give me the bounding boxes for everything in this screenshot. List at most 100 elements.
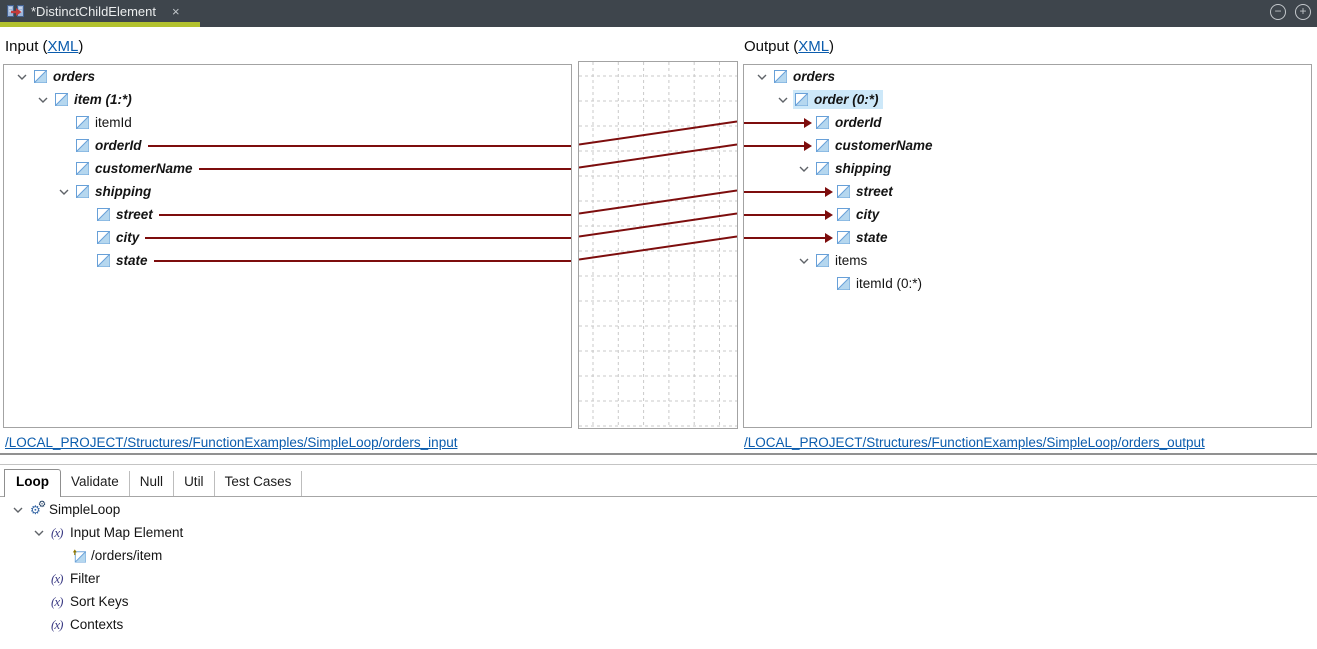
tree-item-contexts[interactable]: (x)Contexts [0,613,620,636]
tree-item-street[interactable]: street [4,203,571,226]
mapping-wire [153,259,571,262]
map-file-icon [7,4,24,19]
tree-item-itemid-0[interactable]: itemId (0:*) [744,272,1311,295]
tree-node-shipping: shipping [814,159,895,178]
chevron-down-icon[interactable] [751,69,772,85]
xml-element-icon [816,139,830,152]
mapping-connection-orderid[interactable] [579,120,737,146]
tree-node-shipping: shipping [74,182,155,201]
tree-item-label: Contexts [70,617,124,632]
chevron-down-icon[interactable] [53,184,74,200]
tree-item-city[interactable]: city [4,226,571,249]
xml-element-icon [837,185,851,198]
transform-icon: ⚙⚙ [30,498,47,517]
tree-node-customername: customerName [74,159,197,178]
input-panel-header: Input (XML) [5,38,83,55]
output-xml-link[interactable]: XML [798,38,830,55]
chevron-down-icon[interactable] [11,69,32,85]
mapping-grid [579,62,737,428]
xml-element-icon [774,70,788,83]
mapping-connection-street[interactable] [579,189,737,215]
tree-item-state[interactable]: state [4,249,571,272]
tab-test-cases[interactable]: Test Cases [215,471,303,496]
tree-item-label: city [856,207,880,222]
chevron-down-icon[interactable] [793,161,814,177]
chevron-down-icon[interactable] [793,253,814,269]
tree-item-items[interactable]: items [744,249,1311,272]
tree-item-simpleloop[interactable]: ⚙⚙SimpleLoop [0,498,620,521]
tree-item-orderid[interactable]: orderId [744,111,1311,134]
splitter-handle[interactable] [0,453,1317,455]
tree-item-label: SimpleLoop [49,502,121,517]
tree-item-order-0[interactable]: order (0:*) [744,88,1311,111]
tree-node-itemid: itemId [74,113,136,132]
tree-item-shipping[interactable]: shipping [4,180,571,203]
tree-item-label: itemId [95,115,132,130]
tree-node-contexts: (x)Contexts [49,615,127,635]
tree-item-city[interactable]: city [744,203,1311,226]
input-xml-link[interactable]: XML [47,38,79,55]
xml-element-icon [816,162,830,175]
tree-item-filter[interactable]: (x)Filter [0,567,620,590]
tree-item-sort-keys[interactable]: (x)Sort Keys [0,590,620,613]
mapping-connection-state[interactable] [579,235,737,261]
mapped-element-icon [72,548,86,563]
tab-loop[interactable]: Loop [4,469,61,497]
tree-item-customername[interactable]: customerName [744,134,1311,157]
xml-element-icon [795,93,809,106]
editor-tab[interactable]: *DistinctChildElement × [0,0,180,22]
xml-element-icon [55,93,69,106]
mapping-arrow [744,140,812,151]
tree-item-orders[interactable]: orders [744,65,1311,88]
tree-item-orders[interactable]: orders [4,65,571,88]
tree-node-street: street [95,205,157,224]
window-controls: − + [1270,4,1311,20]
tab-util[interactable]: Util [174,471,215,496]
editor-tab-bar: *DistinctChildElement × − + [0,0,1317,27]
mapping-arrow [744,186,833,197]
mapping-connection-city[interactable] [579,212,737,238]
tree-item-label: shipping [95,184,152,199]
close-icon[interactable]: × [172,3,180,19]
tree-item-shipping[interactable]: shipping [744,157,1311,180]
tree-node-orders: orders [32,67,99,86]
tree-item-orders-item[interactable]: /orders/item [0,544,620,567]
mapping-connection-customername[interactable] [579,143,737,169]
tree-item-label: customerName [95,161,193,176]
expand-icon[interactable]: + [1295,4,1311,20]
xml-element-icon [816,116,830,129]
tree-node-simpleloop: ⚙⚙SimpleLoop [28,498,124,520]
grid-pattern [579,62,737,428]
tree-item-input-map-element[interactable]: (x)Input Map Element [0,521,620,544]
chevron-down-icon[interactable] [28,525,49,541]
tree-item-label: order (0:*) [814,92,879,107]
tree-item-orderid[interactable]: orderId [4,134,571,157]
chevron-down-icon[interactable] [7,502,28,518]
tree-item-itemid[interactable]: itemId [4,111,571,134]
tree-node-orders: orders [772,67,839,86]
tree-item-state[interactable]: state [744,226,1311,249]
chevron-down-icon[interactable] [772,92,793,108]
tree-node-street: street [835,182,897,201]
xml-element-icon [97,208,111,221]
tree-node-filter: (x)Filter [49,569,104,589]
tree-item-label: customerName [835,138,933,153]
chevron-down-icon[interactable] [32,92,53,108]
tab-null[interactable]: Null [130,471,175,496]
output-structure-link[interactable]: /LOCAL_PROJECT/Structures/FunctionExampl… [744,435,1205,450]
tree-item-item-1[interactable]: item (1:*) [4,88,571,111]
function-icon: (x) [51,524,63,540]
tree-item-label: Filter [70,571,100,586]
xml-element-icon [76,116,90,129]
tree-item-customername[interactable]: customerName [4,157,571,180]
tab-validate[interactable]: Validate [61,471,130,496]
tree-item-street[interactable]: street [744,180,1311,203]
input-structure-link[interactable]: /LOCAL_PROJECT/Structures/FunctionExampl… [5,435,458,450]
input-tree-panel: orders item (1:*) itemId orderId customerNam… [3,64,572,428]
tree-item-label: orderId [95,138,142,153]
collapse-icon[interactable]: − [1270,4,1286,20]
xml-element-icon [97,254,111,267]
tree-item-label: /orders/item [91,548,163,563]
xml-element-icon [97,231,111,244]
